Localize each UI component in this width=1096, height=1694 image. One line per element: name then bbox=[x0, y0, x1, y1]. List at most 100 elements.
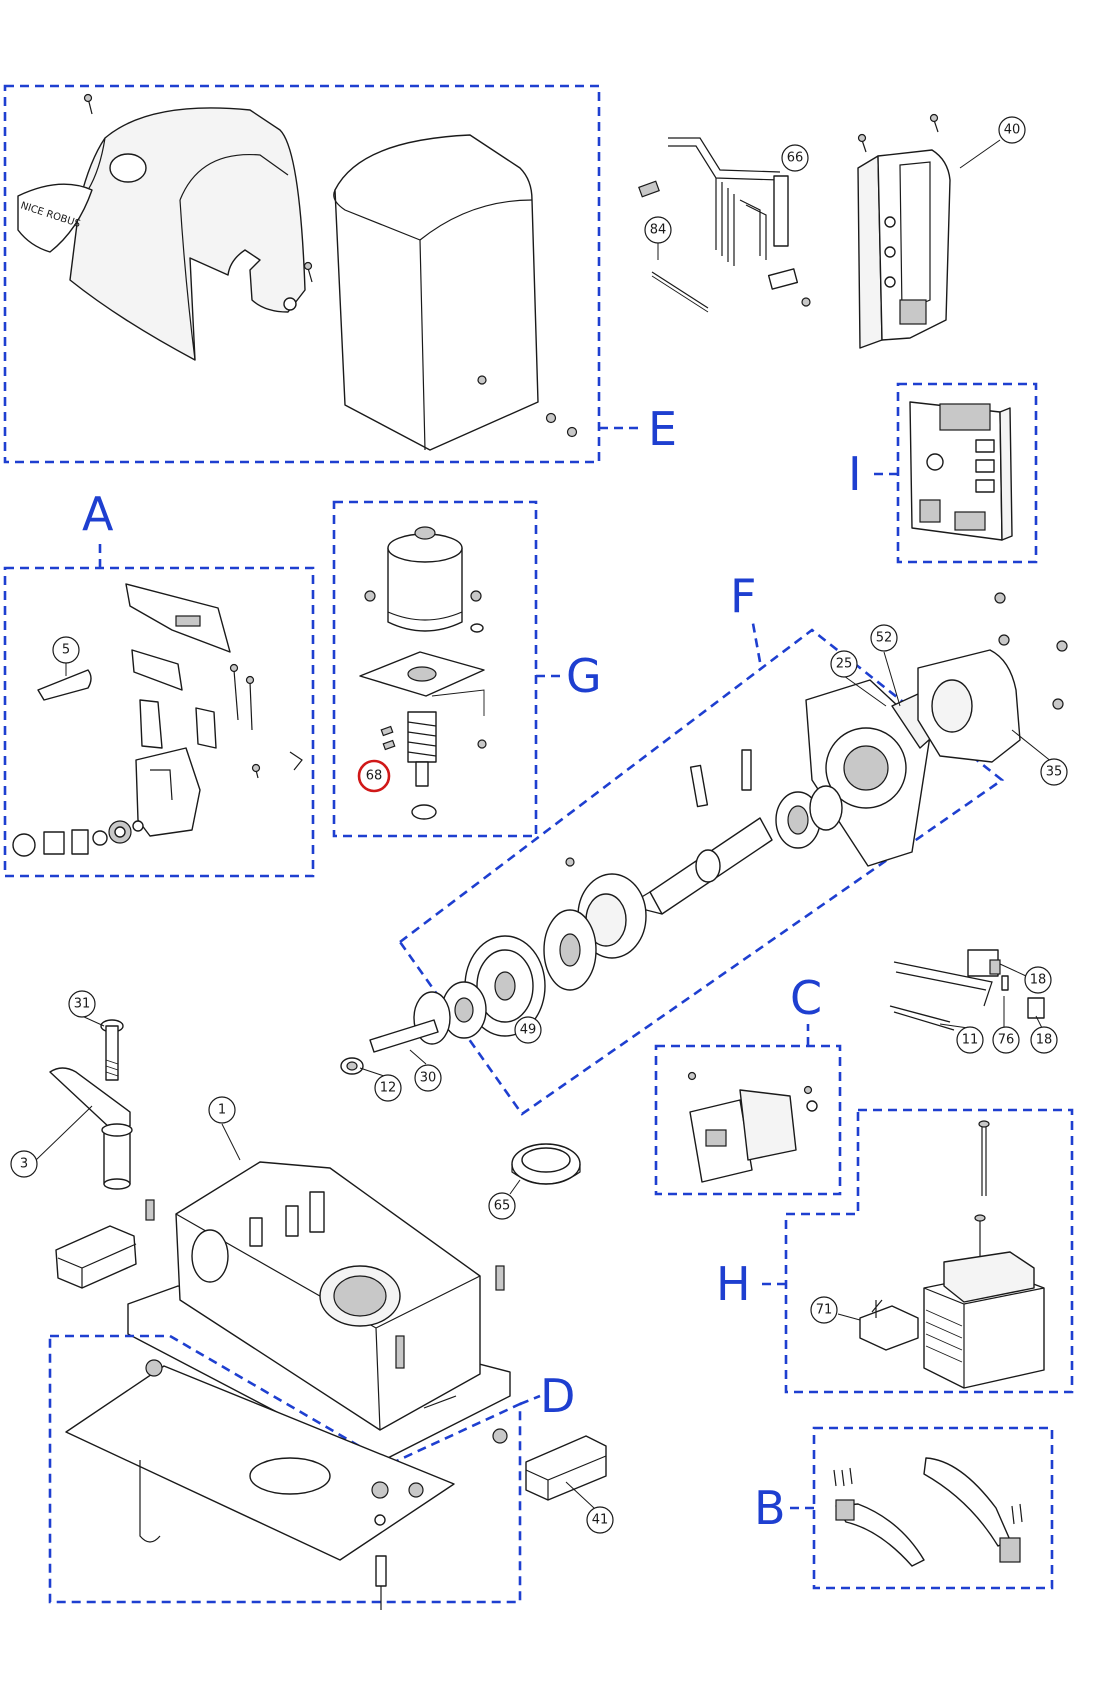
callout-5: 5 bbox=[52, 636, 80, 676]
screw-icon bbox=[83, 93, 93, 115]
rear-cover-part bbox=[333, 134, 539, 451]
svg-text:25: 25 bbox=[836, 657, 853, 672]
screw-icon bbox=[566, 426, 578, 438]
washer-icon bbox=[470, 623, 484, 633]
callout-84: 84 bbox=[644, 216, 672, 260]
screw-icon bbox=[251, 763, 261, 779]
svg-text:66: 66 bbox=[787, 151, 804, 166]
seal-part bbox=[340, 1057, 364, 1075]
callout-30: 30 bbox=[409, 1049, 442, 1092]
callout-65: 65 bbox=[488, 1179, 521, 1220]
svg-text:76: 76 bbox=[998, 1033, 1015, 1048]
callout-76: 76 bbox=[992, 996, 1020, 1054]
bolt-icon bbox=[978, 1120, 990, 1196]
group-f-box bbox=[398, 628, 1005, 1116]
bearing-part bbox=[809, 785, 843, 831]
svg-text:31: 31 bbox=[74, 997, 91, 1012]
motor-part bbox=[359, 526, 485, 716]
svg-text:35: 35 bbox=[1046, 765, 1063, 780]
release-handle-part bbox=[49, 1067, 133, 1190]
group-g-label: G bbox=[566, 649, 602, 703]
release-lever-part bbox=[125, 583, 231, 837]
callout-31: 31 bbox=[68, 990, 105, 1027]
logo-plate bbox=[17, 183, 93, 253]
callout-1: 1 bbox=[208, 1096, 241, 1161]
svg-text:40: 40 bbox=[1004, 123, 1021, 138]
group-h-box bbox=[784, 1108, 1074, 1394]
shaft-part bbox=[369, 991, 451, 1053]
base-plate-part bbox=[65, 1359, 508, 1610]
callout-12: 12 bbox=[359, 1067, 402, 1102]
limit-switch-part bbox=[889, 949, 1045, 1031]
transformer-part bbox=[923, 1214, 1045, 1389]
svg-text:18: 18 bbox=[1036, 1033, 1053, 1048]
callout-11: 11 bbox=[939, 1023, 984, 1054]
group-b-box bbox=[812, 1426, 1054, 1590]
svg-text:84: 84 bbox=[650, 223, 667, 238]
group-f: F bbox=[398, 569, 1005, 1116]
control-bracket-part bbox=[857, 113, 951, 349]
callout-41: 41 bbox=[565, 1481, 614, 1534]
svg-text:65: 65 bbox=[494, 1199, 511, 1214]
group-h-label: H bbox=[716, 1257, 751, 1311]
svg-text:5: 5 bbox=[62, 643, 70, 658]
svg-text:1: 1 bbox=[218, 1103, 226, 1118]
screw-icon bbox=[477, 739, 487, 749]
svg-text:71: 71 bbox=[816, 1303, 833, 1318]
output-shaft-part bbox=[639, 817, 773, 915]
callout-18: 18 bbox=[1030, 1015, 1058, 1054]
callout-40: 40 bbox=[959, 116, 1026, 169]
group-i-label: I bbox=[848, 447, 862, 501]
group-g-box bbox=[332, 500, 538, 838]
svg-text:11: 11 bbox=[962, 1033, 979, 1048]
svg-text:41: 41 bbox=[592, 1513, 609, 1528]
worm-shaft-part bbox=[380, 711, 437, 820]
control-board-part bbox=[909, 401, 1013, 541]
group-b-label: B bbox=[754, 1481, 786, 1535]
callout-35: 35 bbox=[1011, 729, 1068, 786]
callout-49: 49 bbox=[514, 1016, 542, 1044]
drive-pinion-part bbox=[917, 592, 1068, 763]
wiring-harness-part bbox=[638, 137, 811, 313]
screw-icon bbox=[470, 590, 482, 602]
group-h: H bbox=[716, 1108, 1074, 1394]
group-d-leader bbox=[519, 1394, 541, 1406]
screw-icon bbox=[565, 857, 575, 867]
screw-icon bbox=[303, 261, 313, 283]
group-d: D bbox=[48, 1334, 575, 1610]
spring-icon bbox=[495, 1265, 505, 1291]
encoder-disc-part bbox=[543, 909, 597, 991]
svg-text:3: 3 bbox=[20, 1157, 28, 1172]
group-f-leader bbox=[750, 617, 762, 663]
svg-text:18: 18 bbox=[1030, 973, 1047, 988]
group-c: C bbox=[654, 971, 842, 1196]
bracket-part bbox=[923, 1457, 1023, 1563]
base-housing-part bbox=[127, 1161, 511, 1465]
seal-ring-part bbox=[511, 1143, 581, 1185]
group-b: B bbox=[754, 1426, 1054, 1590]
group-e-box bbox=[3, 84, 601, 464]
group-g: G bbox=[332, 500, 602, 838]
group-a: A bbox=[3, 487, 315, 878]
group-e-label: E bbox=[648, 402, 677, 456]
group-a-label: A bbox=[82, 487, 114, 541]
screw-icon bbox=[245, 675, 255, 731]
callout-68: 68 bbox=[357, 759, 391, 793]
group-c-label: C bbox=[790, 971, 822, 1025]
encoder-board-part bbox=[687, 1071, 818, 1183]
svg-text:68: 68 bbox=[366, 769, 383, 784]
cover-cap-part bbox=[55, 1225, 137, 1289]
callout-71: 71 bbox=[810, 1296, 861, 1324]
bearing-part bbox=[441, 981, 487, 1039]
group-d-label: D bbox=[540, 1369, 575, 1423]
svg-text:49: 49 bbox=[520, 1023, 537, 1038]
group-e: E NICE ROBUS bbox=[3, 84, 677, 464]
lock-cylinder-part bbox=[12, 820, 144, 857]
screw-icon bbox=[545, 412, 557, 424]
rectifier-part bbox=[859, 1299, 919, 1351]
group-c-box bbox=[654, 1044, 842, 1196]
svg-text:52: 52 bbox=[876, 631, 893, 646]
small-key-part bbox=[37, 669, 92, 701]
callout-25: 25 bbox=[830, 650, 887, 707]
